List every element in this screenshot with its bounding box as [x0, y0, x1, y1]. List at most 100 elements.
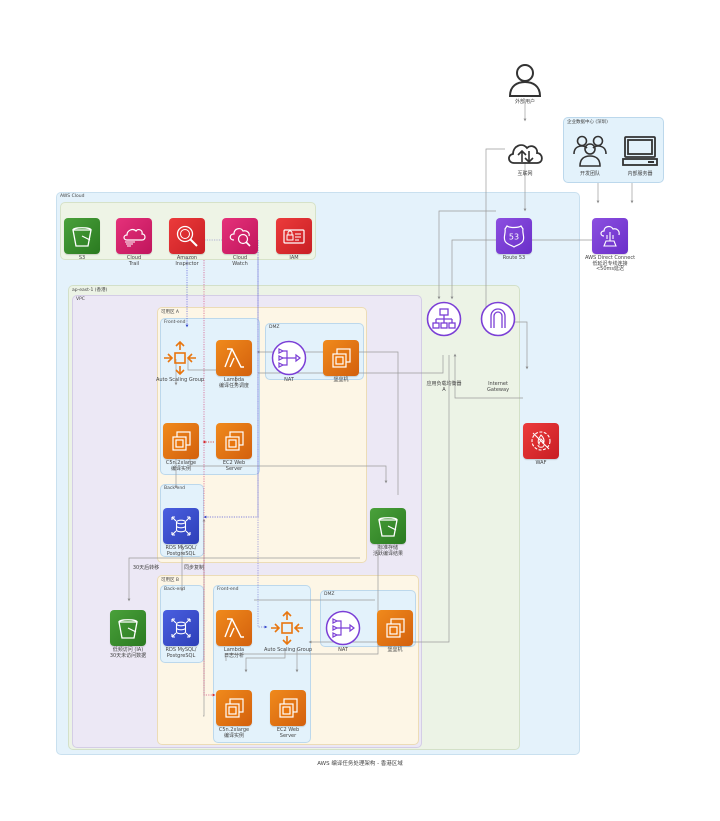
- route53-text: Route 53: [502, 255, 526, 261]
- az-a-c5n-icon[interactable]: [163, 423, 199, 459]
- s3-ia-icon[interactable]: [110, 610, 146, 646]
- az-b-bastion-label: 堡垒机: [387, 647, 403, 654]
- az-a-nat-icon[interactable]: [271, 340, 307, 376]
- cloudwatch-icon[interactable]: [222, 218, 258, 254]
- iam-icon[interactable]: [276, 218, 312, 254]
- az-b-title: 可用区 B: [161, 578, 180, 583]
- az-a-rds-text-1: RDS MySQL/: [165, 545, 197, 551]
- az-b-frontend-title: Front-end: [217, 587, 239, 592]
- az-a-bastion-text: 堡垒机: [333, 377, 349, 383]
- inspector-icon[interactable]: [169, 218, 205, 254]
- external-user-text: 外部用户: [514, 99, 536, 105]
- inspector-text-1: Amazon: [176, 255, 198, 261]
- az-b-lambda-icon[interactable]: [216, 610, 252, 646]
- iam-label: IAM: [289, 255, 299, 262]
- az-b-backend-title: Back-end: [164, 587, 186, 592]
- az-a-ec2-text-1: EC2 Web: [222, 460, 246, 466]
- az-b-asg-text: Auto Scaling Group: [263, 647, 313, 653]
- internet-text: 互联网: [517, 171, 533, 177]
- alb-icon[interactable]: [426, 301, 462, 337]
- s3-standard-text-2: 活跃编译结果: [372, 550, 404, 557]
- s3-text: S3: [78, 255, 86, 261]
- lifecycle-text: 30天后转移: [132, 565, 160, 571]
- internal-server-icon: [622, 135, 658, 167]
- internet-label: 互联网: [517, 171, 533, 178]
- az-b-bastion-text: 堡垒机: [387, 647, 403, 653]
- corporate-datacenter-group: 企业数据中心 (深圳): [563, 117, 664, 183]
- az-b-ec2-web-icon[interactable]: [270, 690, 306, 726]
- az-a-c5n-text-1: C5n.2xlarge: [165, 460, 197, 466]
- az-a-nat-text: NAT: [284, 377, 294, 383]
- az-a-rds-text-2: PostgreSQL: [166, 550, 196, 557]
- cloudwatch-text-1: Cloud: [232, 255, 248, 261]
- az-b-rds-text-2: PostgreSQL: [166, 652, 196, 659]
- az-a-lambda-icon[interactable]: [216, 340, 252, 376]
- s3-standard-label: 标准存储活跃编译结果: [372, 545, 404, 557]
- direct-connect-text-2: 低延迟专线连接: [592, 260, 628, 267]
- internet-gateway-icon[interactable]: [480, 301, 516, 337]
- az-b-c5n-text-1: C5n.2xlarge: [218, 727, 250, 733]
- s3-standard-icon[interactable]: [370, 508, 406, 544]
- cloudwatch-text-2: Watch: [232, 260, 248, 267]
- inspector-text-2: Inspector: [175, 260, 199, 267]
- az-a-ec2-web-icon[interactable]: [216, 423, 252, 459]
- az-b-asg-icon[interactable]: [269, 610, 305, 646]
- external-user-label: 外部用户: [514, 99, 536, 106]
- igw-text-1: Internet: [488, 381, 508, 387]
- az-a-rds-icon[interactable]: [163, 508, 199, 544]
- dev-team-label: 开发团队: [580, 171, 600, 178]
- waf-icon[interactable]: [523, 423, 559, 459]
- az-b-c5n-text-2: 编译实例: [223, 732, 244, 739]
- az-a-asg-icon[interactable]: [162, 340, 198, 376]
- az-a-frontend-title: Front-end: [164, 320, 186, 325]
- az-b-nat-icon[interactable]: [325, 610, 361, 646]
- external-user-icon: [505, 60, 545, 100]
- az-b-rds-text-1: RDS MySQL/: [165, 647, 197, 653]
- az-a-bastion-label: 堡垒机: [333, 377, 349, 384]
- az-a-bastion-icon[interactable]: [323, 340, 359, 376]
- az-a-rds-label: RDS MySQL/PostgreSQL: [165, 545, 197, 557]
- az-a-asg-text: Auto Scaling Group: [155, 377, 205, 383]
- s3-service-icon[interactable]: [64, 218, 100, 254]
- lifecycle-transition-label: 30天后转移: [132, 565, 160, 572]
- sync-replication-label: 同步复制: [183, 565, 205, 572]
- az-a-title: 可用区 A: [161, 310, 180, 315]
- az-a-backend-title: Back-end: [164, 486, 186, 491]
- az-b-nat-label: NAT: [338, 647, 348, 654]
- dev-team-icon: [572, 134, 608, 168]
- waf-label: WAF: [536, 460, 547, 467]
- az-b-lambda-text-2: 日志分析: [223, 652, 245, 659]
- az-b-lambda-text-1: Lambda: [223, 647, 245, 653]
- s3-service-label: S3: [78, 255, 86, 262]
- az-b-rds-label: RDS MySQL/PostgreSQL: [165, 647, 197, 659]
- cloudtrail-icon[interactable]: [116, 218, 152, 254]
- corporate-datacenter-title: 企业数据中心 (深圳): [567, 120, 608, 125]
- direct-connect-text-3: <50ms延迟: [595, 266, 625, 273]
- az-b-c5n-icon[interactable]: [216, 690, 252, 726]
- sync-text: 同步复制: [183, 565, 205, 571]
- az-b-nat-text: NAT: [338, 647, 348, 653]
- az-b-rds-icon[interactable]: [163, 610, 199, 646]
- az-b-ec2-text-2: Server: [279, 732, 297, 739]
- internal-server-text: 内部服务器: [627, 171, 653, 177]
- az-b-bastion-icon[interactable]: [377, 610, 413, 646]
- s3-ia-label: 低频访问 (IA)30天未访问数据: [110, 647, 146, 659]
- s3-standard-text-1: 标准存储: [377, 545, 399, 551]
- az-a-c5n-text-2: 编译实例: [170, 465, 191, 472]
- direct-connect-text-1: AWS Direct Connect: [584, 255, 636, 261]
- vpc-title: VPC: [76, 297, 85, 302]
- iam-text: IAM: [289, 255, 299, 261]
- route53-icon[interactable]: 53: [496, 218, 532, 254]
- az-b-asg-label: Auto Scaling Group: [263, 647, 313, 654]
- alb-text-2: A: [442, 386, 446, 393]
- az-a-lambda-text-1: Lambda: [223, 377, 245, 383]
- direct-connect-icon[interactable]: [592, 218, 628, 254]
